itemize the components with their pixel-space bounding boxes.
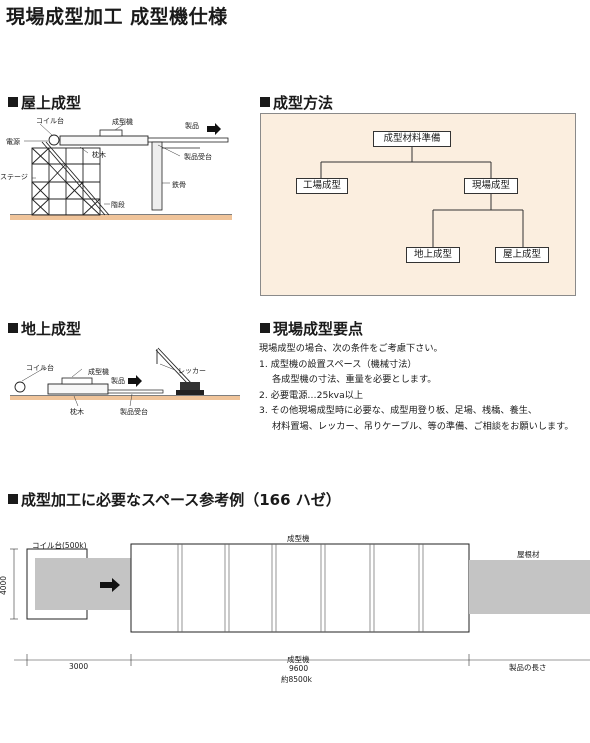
machine-dimension: 9600	[289, 664, 309, 673]
requirement-1: 1. 成型機の設置スペース（機械寸法）	[259, 358, 417, 370]
rooftop-heading: 屋上成型	[8, 92, 81, 113]
requirement-1-detail: 各成型機の寸法、重量を必要とします。	[272, 374, 437, 385]
method-heading: 成型方法	[260, 92, 333, 113]
product-length-label: 製品の長さ	[509, 663, 547, 672]
rooftop-product-label: 製品	[185, 122, 199, 130]
ground-coil-label: コイル台	[26, 364, 54, 372]
requirement-3: 3. その他現場成型時に必要な、成型用登り板、足場、桟橋、養生、	[259, 405, 538, 416]
ground-heading: 地上成型	[8, 318, 81, 339]
roof-material-label: 屋根材	[517, 550, 540, 559]
ground-pillow-label: 枕木	[70, 408, 84, 416]
requirement-3-detail: 材料置場、レッカー、吊りケーブル、等の準備、ご相談をお願いします。	[272, 420, 574, 432]
ground-diagram	[10, 347, 240, 407]
rooftop-receiver-label: 製品受台	[184, 153, 212, 161]
space-diagram	[10, 543, 590, 666]
left-dimension: 3000	[69, 662, 89, 671]
square-bullet-icon	[8, 323, 18, 333]
requirements-intro: 現場成型の場合、次の条件をご考慮下さい。	[259, 343, 443, 354]
ground-receiver-label: 製品受台	[120, 408, 148, 416]
rooftop-power-label: 電源	[6, 138, 20, 146]
rooftop-coil-label: コイル台	[36, 117, 64, 125]
rooftop-steel-label: 鉄骨	[172, 181, 186, 189]
height-dimension: 4000	[0, 575, 9, 596]
requirement-2: 2. 必要電源…25kva以上	[259, 389, 364, 401]
rooftop-pillow-label: 枕木	[92, 151, 106, 159]
requirements-heading: 現場成型要点	[260, 318, 363, 339]
square-bullet-icon	[260, 97, 270, 107]
space-heading: 成型加工に必要なスペース参考例（166 ハゼ）	[8, 489, 341, 510]
method-tree: 成型材料準備 工場成型 現場成型 地上成型 屋上成型	[260, 113, 576, 296]
method-root-node: 成型材料準備	[373, 131, 451, 147]
square-bullet-icon	[8, 97, 18, 107]
method-ground-node: 地上成型	[406, 247, 460, 263]
method-tree-lines	[320, 146, 524, 247]
ground-wrecker-label: レッカー	[178, 367, 206, 375]
method-rooftop-node: 屋上成型	[495, 247, 549, 263]
rooftop-stairs-label: 階段	[111, 201, 125, 209]
rooftop-diagram	[10, 121, 232, 220]
square-bullet-icon	[8, 494, 18, 504]
machine-label: 成型機	[287, 534, 310, 543]
square-bullet-icon	[260, 323, 270, 333]
requirements-text: 現場成型の場合、次の条件をご考慮下さい。 1. 成型機の設置スペース（機械寸法）…	[259, 341, 574, 434]
method-onsite-node: 現場成型	[464, 178, 518, 194]
machine-weight: 約8500k	[281, 675, 312, 684]
coil-stand-label: コイル台(500k)	[32, 541, 87, 550]
ground-product-label: 製品	[111, 377, 125, 385]
page-title: 現場成型加工 成型機仕様	[6, 6, 228, 28]
rooftop-machine-label: 成型機	[112, 118, 133, 126]
method-factory-node: 工場成型	[296, 178, 348, 194]
rooftop-stage-label: ステージ	[0, 173, 28, 181]
machine-dimension-label: 成型機	[287, 655, 310, 664]
ground-machine-label: 成型機	[88, 368, 109, 376]
